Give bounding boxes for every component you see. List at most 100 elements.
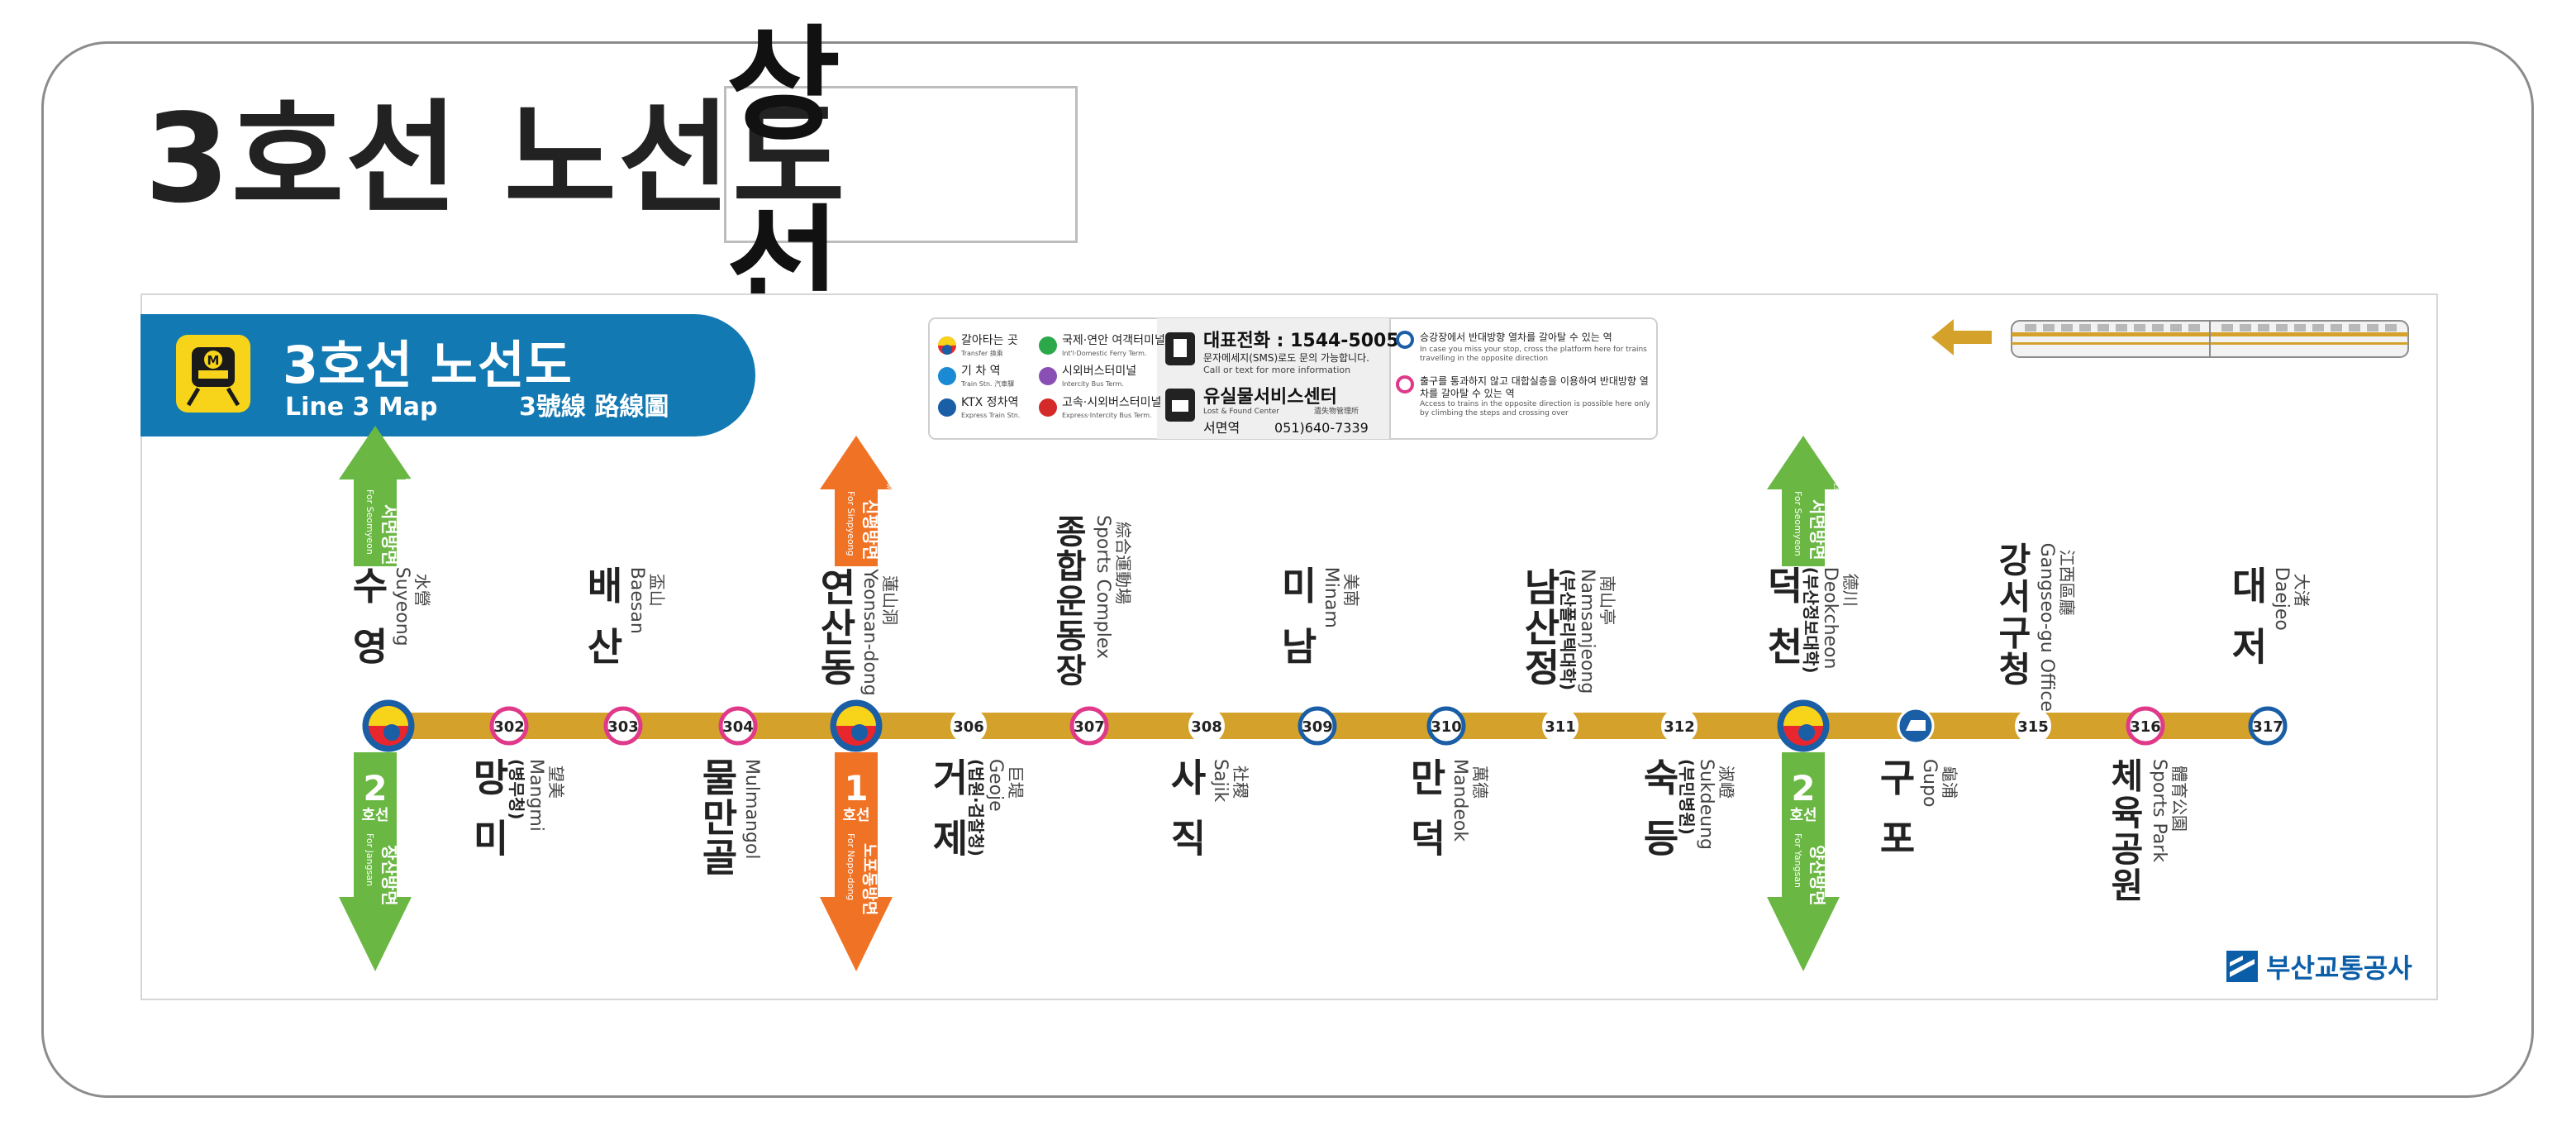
station-name-kr: 수영 — [353, 564, 388, 670]
station-name-kr: 덕천 — [1768, 564, 1802, 670]
station-marker — [2015, 708, 2051, 744]
ktx-icon — [938, 398, 956, 417]
arrow-suyeong-up-en: For Seomyeon — [364, 489, 375, 555]
station-name-en: Deokcheon — [1820, 567, 1840, 670]
station-subname: (병무청) — [507, 759, 526, 819]
legend-blue-ring-en: In case you miss your stop, cross the pl… — [1420, 346, 1647, 363]
station-number: 317 — [2252, 718, 2283, 736]
svg-text:산: 산 — [821, 606, 855, 651]
arrow-deokcheon-down-label: 양산방면 — [1807, 845, 1827, 906]
station-name-en: Mandeok — [1450, 759, 1470, 842]
arrow-deokcheon-up: 서면방면 For Seomyeon 西面 方面 — [1767, 436, 1844, 566]
svg-text:남: 남 — [1525, 565, 1559, 610]
arrow-deokcheon-down: 2 호선 양산방면 For Yangsan 梁山 方面 — [1767, 752, 1844, 971]
station-name-en: Namsanjeong — [1577, 569, 1598, 694]
station-name-en: Sajik — [1210, 759, 1231, 803]
legend-lost-found-en: Lost & Found Center — [1203, 408, 1279, 416]
station-name-cn: 南山亭 — [1598, 575, 1617, 625]
station-name-en: Daejeo — [2271, 567, 2292, 631]
arrow-yeonsan-down: 1 호선 노포동방면 For Nopo-dong 老圃洞 方面 — [820, 752, 897, 971]
badge-title-en: Line 3 Map — [285, 393, 437, 422]
svg-text:체: 체 — [2112, 756, 2144, 797]
station-marker — [1542, 708, 1578, 744]
arrow-suyeong-down-label: 장산방면 — [379, 845, 399, 906]
station-subname: (부산폴리텍대학) — [1558, 569, 1578, 690]
svg-text:저: 저 — [2232, 625, 2267, 670]
station-number: 303 — [607, 718, 639, 736]
legend-lost-phone: 051)640-7339 — [1274, 420, 1369, 436]
station-marker — [950, 708, 987, 744]
arrow-suyeong-up: 서면방면 For Seomyeon 西面 方面 — [339, 426, 416, 566]
station-name-en: Geoje — [985, 759, 1006, 812]
station-marker — [1661, 708, 1697, 744]
station-name-en: Yeonsan-dong — [859, 568, 880, 696]
svg-text:구: 구 — [1880, 756, 1915, 800]
station-name-kr: 배산 — [588, 564, 622, 670]
station-name-cn: 綜合運動場 — [1113, 522, 1133, 604]
station-name-en: Gangseo-gu Office — [2036, 543, 2057, 712]
ferry-icon — [1039, 336, 1057, 355]
legend-intercity-en: Intercity Bus Term. — [1062, 380, 1124, 388]
direction-arrow-icon — [1931, 319, 1992, 355]
metro-icon-letter: M — [207, 353, 220, 368]
svg-text:강: 강 — [1999, 540, 2031, 580]
station-name-cn: 美南 — [1341, 574, 1361, 607]
svg-text:정: 정 — [1525, 646, 1559, 690]
train-icon — [938, 367, 956, 385]
travel-direction — [1931, 319, 2409, 358]
arrow-suyeong-up-label: 서면방면 — [379, 504, 399, 565]
station-subname: (법원·검찰청) — [966, 759, 986, 856]
arrow-deokcheon-up-en: For Seomyeon — [1793, 491, 1803, 556]
svg-text:대: 대 — [2232, 564, 2267, 608]
station-name-en: Suyeong — [392, 567, 412, 646]
station-name-kr: 대저 — [2232, 564, 2267, 670]
station-name-cn: 龜浦 — [1940, 766, 1959, 799]
svg-text:덕: 덕 — [1768, 564, 1802, 608]
svg-text:만: 만 — [1411, 756, 1445, 800]
station-subname: (부민병원) — [1677, 759, 1697, 835]
svg-text:동: 동 — [1056, 618, 1087, 656]
legend-box: 갈아타는 곳 Transfer 換乘 기 차 역 Train Stn. 汽車驛 … — [928, 317, 1658, 440]
station-name-kr: 남산정 — [1525, 565, 1559, 690]
station-name-en: Mulmangol — [741, 759, 762, 859]
station-marker — [1188, 708, 1225, 744]
legend-phone-note: 문자메세지(SMS)로도 문의 가능합니다. — [1203, 352, 1369, 364]
svg-text:포: 포 — [1880, 817, 1915, 861]
operator-logo: 부산교통공사 — [2226, 947, 2412, 985]
train-icon — [1906, 720, 1926, 731]
station-name-en: Minam — [1321, 567, 1341, 628]
station-number: 306 — [953, 718, 984, 736]
station-marker — [2126, 706, 2165, 746]
svg-text:사: 사 — [1171, 756, 1206, 800]
express-bus-icon — [1039, 398, 1057, 417]
station-marker — [603, 706, 643, 746]
arrow-yeonsan-up-en: For Sinpyeong — [845, 491, 856, 556]
pink-ring-icon — [1396, 375, 1414, 394]
arrow-deokcheon-down-hoseon: 호선 — [1789, 807, 1817, 824]
station-name-kr: 미남 — [1282, 564, 1317, 670]
station-name-kr: 물만골 — [702, 756, 737, 880]
station-name-cn: 水營 — [412, 574, 432, 607]
arrow-suyeong-down-hoseon: 호선 — [361, 807, 388, 824]
arrow-yeonsan-up: 신평방면 For Sinpyeong 新平 方面 — [820, 436, 897, 566]
station-name-kr: 구포 — [1880, 756, 1915, 861]
legend-blue-ring: 승강장에서 반대방향 열차를 갈아탈 수 있는 역 — [1420, 332, 1612, 343]
station-name-cn: 體育公園 — [2169, 766, 2189, 832]
station-marker — [1426, 706, 1466, 746]
svg-text:골: 골 — [702, 836, 737, 880]
svg-text:공: 공 — [2112, 829, 2144, 870]
svg-text:서: 서 — [1999, 576, 2031, 617]
svg-text:원: 원 — [2112, 866, 2144, 906]
legend-pink-ring-en: Access to trains in the opposite directi… — [1420, 400, 1650, 417]
svg-text:청: 청 — [1999, 650, 2031, 690]
legend-express-bus: 고속·시외버스터미널 — [1062, 396, 1161, 409]
svg-text:등: 등 — [1644, 817, 1678, 861]
svg-text:덕: 덕 — [1411, 817, 1445, 861]
